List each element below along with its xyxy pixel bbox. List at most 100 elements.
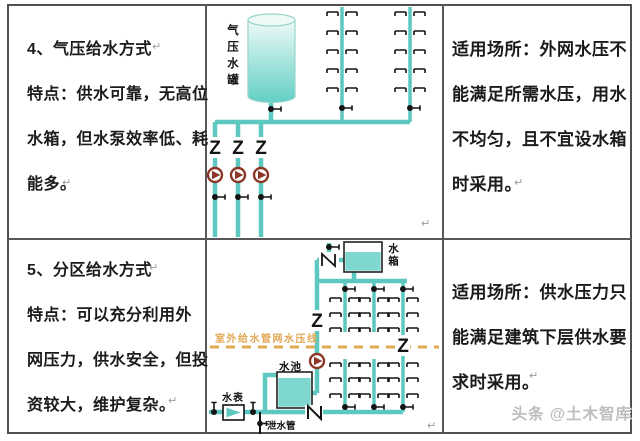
cell-application-zoned: 适用场所：供水压力只 能满足建筑下层供水要 求时采用。	[452, 270, 637, 405]
fittings	[206, 11, 426, 200]
application-text-line: 时采用。	[452, 175, 522, 194]
valve-icon	[345, 105, 353, 111]
method-text-line: 资较大，维护复杂。	[27, 397, 176, 414]
application-text-line: 适用场所：外网水压不	[452, 40, 627, 59]
method-text-line: 能多。	[27, 176, 77, 193]
valve-icon	[348, 286, 356, 292]
faucet-icon	[326, 30, 339, 35]
faucet-icon	[329, 393, 342, 398]
faucet-icon	[406, 393, 419, 398]
water-meter-icon	[222, 404, 245, 421]
valve-icon	[348, 404, 356, 410]
valve-icon	[326, 244, 332, 250]
method-text-line: 特点：可以充分利用外	[27, 307, 193, 324]
valve-icon	[264, 194, 272, 200]
valve-icon	[339, 105, 345, 111]
valve-icon	[400, 404, 406, 410]
faucet-icon	[326, 49, 339, 54]
application-text-line: 能满足所需水压，用水	[452, 85, 627, 104]
check-valve-symbols: Z Z	[310, 310, 410, 357]
valve-icon	[406, 404, 414, 410]
faucet-icon	[326, 87, 339, 92]
pneumatic-supply-diagram: Z Z Z	[206, 7, 426, 237]
pump-icon	[314, 356, 323, 366]
faucet-icon	[406, 377, 419, 382]
faucet-icon	[358, 393, 371, 398]
column-divider-1	[205, 4, 207, 434]
fittings	[211, 244, 419, 415]
zoned-supply-diagram: Z Z	[209, 241, 439, 434]
faucet-icon	[358, 327, 371, 332]
faucet-icon	[406, 362, 419, 367]
faucet-icon	[413, 30, 426, 35]
return-mark: ↵	[168, 395, 178, 407]
return-mark: ↵	[529, 370, 539, 382]
check-valve-symbols: Z Z Z	[208, 137, 268, 159]
pipe-network	[212, 7, 412, 237]
method-text-line: 网压力，供水安全，但投	[27, 352, 209, 369]
faucet-icon	[413, 49, 426, 54]
faucet-icon	[329, 297, 342, 302]
drain-pipe-icon	[257, 412, 268, 434]
valve-icon	[413, 105, 421, 111]
valve-icon	[212, 194, 218, 200]
valve-icon	[400, 286, 406, 292]
return-mark: ↵	[427, 420, 437, 432]
valve-icon	[211, 401, 217, 409]
drain-label: 泄水管	[267, 421, 296, 432]
method-text-line: 水箱，但水泵效率低、耗	[27, 131, 209, 148]
valve-icon	[342, 404, 348, 410]
method-title: 5、分区给水方式	[27, 262, 152, 279]
faucet-icon	[406, 312, 419, 317]
faucet-icon	[387, 393, 400, 398]
method-text-line: 特点：供水可靠，无高位	[27, 86, 209, 103]
faucet-icon	[326, 11, 339, 16]
pneumatic-tank-icon	[247, 13, 296, 104]
valve-icon	[250, 409, 256, 415]
method-title: 4、气压给水方式	[27, 41, 152, 58]
check-valve-icon: Z	[255, 138, 267, 159]
valve-icon	[258, 194, 264, 200]
faucet-icon	[329, 327, 342, 332]
pool-label: 水池	[279, 361, 302, 373]
return-mark: ↵	[421, 218, 431, 230]
valve-icon	[406, 286, 414, 292]
faucet-icon	[358, 362, 371, 367]
faucet-icon	[345, 68, 358, 73]
valve-icon	[342, 286, 348, 292]
faucet-icon	[406, 297, 419, 302]
application-text-line: 求时采用。	[452, 373, 540, 392]
faucet-icon	[394, 30, 407, 35]
valve-icon	[377, 404, 385, 410]
valve-icon	[211, 409, 217, 415]
faucet-icon	[345, 49, 358, 54]
check-valve-icon: Z	[232, 138, 244, 159]
meter-label: 水表	[222, 393, 244, 404]
faucet-icon	[387, 377, 400, 382]
application-text-line: 不均匀，且不宜设水箱	[452, 130, 627, 149]
roof-tank-icon	[343, 241, 383, 273]
pump-icon	[258, 170, 267, 180]
valve-icon	[235, 194, 241, 200]
faucet-icon	[329, 312, 342, 317]
faucet-icon	[345, 30, 358, 35]
pool-icon	[276, 371, 313, 409]
cell-method-pneumatic: 4、气压给水方式 特点：供水可靠，无高位 水箱，但水泵效率低、耗 能多。	[27, 27, 209, 207]
faucet-icon	[358, 297, 371, 302]
pump-icon	[212, 170, 221, 180]
faucet-icon	[413, 87, 426, 92]
column-divider-2	[442, 4, 444, 434]
application-text-line: 适用场所：供水压力只	[452, 283, 627, 302]
return-mark: ↵	[149, 262, 159, 274]
faucet-icon	[345, 11, 358, 16]
pump-icon	[235, 170, 244, 180]
faucet-icon	[406, 327, 419, 332]
faucet-icon	[394, 49, 407, 54]
valve-icon	[332, 244, 340, 250]
check-valve-icon: Z	[311, 311, 323, 332]
faucet-icon	[329, 362, 342, 367]
faucet-icon	[358, 312, 371, 317]
valve-icon	[407, 105, 413, 111]
valve-icon	[241, 194, 249, 200]
